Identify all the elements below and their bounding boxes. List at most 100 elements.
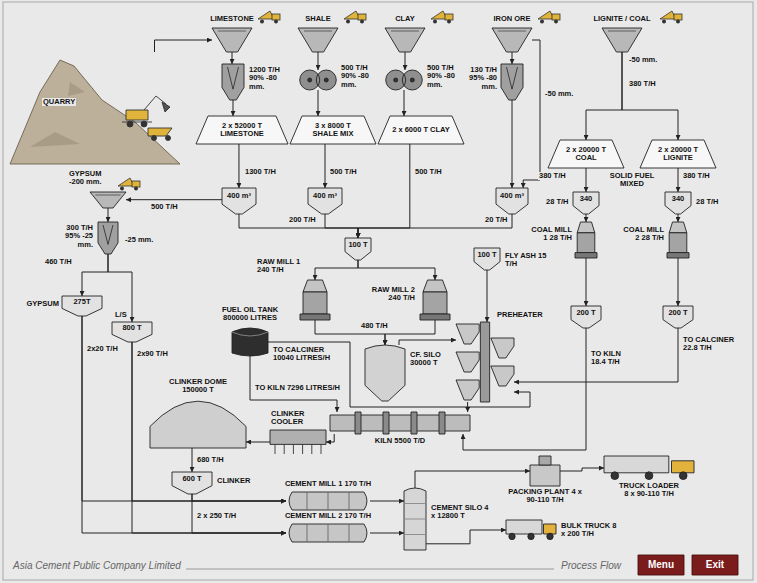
bin-node: 200 T — [663, 306, 693, 328]
node-label: CEMENT MILL 2 170 T/H — [284, 512, 372, 520]
cooler-node: CLINKER COOLER — [270, 430, 326, 454]
flow-rate: 480 T/H — [360, 322, 389, 330]
shape-part — [307, 492, 308, 510]
flow-line — [192, 494, 286, 501]
flow-line — [512, 52, 513, 64]
shape-part — [345, 238, 371, 260]
node-label: GYPSUM -200 mm. — [68, 170, 108, 187]
flow-line — [132, 342, 286, 501]
hmill-shape — [286, 524, 370, 542]
shape-part — [222, 64, 244, 100]
node-label: 200 T — [573, 309, 599, 317]
flow-line — [318, 90, 319, 116]
shape-part — [10, 60, 180, 164]
size-label: -25 mm. — [124, 236, 154, 244]
vmill-node: COAL MILL 2 28 T/H — [667, 222, 689, 258]
shape-part — [506, 520, 542, 534]
shape-part — [303, 280, 327, 292]
shape-part — [608, 31, 636, 32]
flow-line — [514, 328, 678, 382]
dump-truck — [431, 11, 453, 24]
shape-part — [302, 444, 303, 454]
dump-truck — [258, 11, 280, 24]
fuel-flow: TO CALCINER 22.8 T/H — [682, 336, 738, 353]
shape-part — [491, 366, 514, 386]
node-label: 130 T/H 95% -80 mm. — [463, 66, 498, 91]
flow-line — [404, 90, 405, 116]
cooler-shape — [270, 430, 326, 454]
shape-part — [300, 70, 337, 90]
shape-part — [298, 28, 338, 52]
node-label: RAW MILL 1 240 T/H — [256, 258, 306, 275]
shape-part — [275, 444, 276, 454]
flow-rate: 500 T/H — [414, 168, 443, 176]
shape-part — [439, 412, 445, 434]
footer-rule — [186, 569, 554, 570]
shape-part — [404, 519, 426, 520]
node-label: 2 x 20000 T LIGNITE — [652, 146, 704, 163]
shape-part — [172, 472, 212, 494]
shape-part — [30, 82, 85, 147]
tank-node: FUEL OIL TANK 800000 LITRES — [232, 328, 268, 356]
dome-node: CLINKER DOME 150000 T — [150, 400, 246, 448]
bin-node: 400 m³ — [222, 188, 256, 214]
shape-part — [127, 121, 147, 127]
hmill-shape — [286, 492, 370, 510]
shape-part — [496, 188, 528, 214]
flow-line — [560, 468, 604, 471]
flow-line — [678, 168, 679, 192]
node-label: QUARRY — [42, 98, 76, 106]
node-label: CLAY — [394, 15, 416, 23]
vmill-node: RAW MILL 1 240 T/H — [300, 280, 330, 320]
shape-part — [321, 444, 322, 454]
quarry-shape — [10, 52, 180, 164]
shape-part — [303, 292, 327, 314]
shape-part — [311, 444, 312, 454]
pack-shape — [530, 456, 560, 486]
shape-part — [456, 380, 479, 400]
shape-part — [509, 533, 553, 539]
dome-shape — [150, 400, 246, 448]
crusher-node: 300 T/H 95% -25 mm. — [98, 222, 118, 254]
flow-line — [238, 144, 239, 188]
size-label: -50 mm. — [628, 56, 658, 64]
shape-part — [385, 28, 425, 52]
shape-part — [152, 136, 171, 141]
bin-node: L/S800 T — [112, 322, 152, 342]
flow-line — [325, 144, 326, 188]
btn-node: Exit — [692, 555, 738, 575]
pack-node: PACKING PLANT 4 x 90-110 T/H — [530, 456, 560, 486]
flow-line — [512, 100, 513, 188]
node-label: 3 x 8000 T SHALE MIX — [302, 122, 364, 139]
node-label: COAL MILL 1 28 T/H — [525, 226, 573, 243]
shape-part — [289, 524, 367, 542]
node-label: 600 T — [174, 475, 210, 483]
shape-part — [62, 296, 102, 316]
flow-line — [232, 52, 233, 64]
flow-rate: 680 T/H — [196, 456, 225, 464]
flow-line — [586, 258, 587, 306]
flow-line — [358, 144, 410, 238]
node-label: GYPSUM — [25, 300, 60, 308]
shape-part — [304, 31, 332, 32]
flow-rate: 2 x 250 T/H — [196, 512, 237, 520]
flow-line — [82, 316, 286, 501]
shape-part — [330, 415, 470, 431]
flow-line — [586, 214, 587, 222]
node-label: CLINKER DOME 150000 T — [158, 378, 238, 395]
shape-part — [386, 70, 423, 90]
hopper-node: LIGNITE / COAL — [602, 28, 642, 52]
node-label: 2 x 52000 T LIMESTONE — [208, 122, 276, 139]
shape-part — [539, 456, 551, 465]
hopper-shape — [492, 28, 532, 52]
hopper-node: LIMESTONE — [212, 28, 252, 52]
shape-part — [378, 116, 464, 144]
node-label: 400 m³ — [224, 192, 254, 200]
shape-part — [103, 225, 113, 244]
shape-part — [232, 328, 268, 356]
hopper-shape — [90, 192, 126, 208]
hopper-node: IRON ORE — [492, 28, 532, 52]
flow-rate: 28 T/H — [545, 198, 570, 206]
flow-rate: 500 T/H — [150, 203, 179, 211]
